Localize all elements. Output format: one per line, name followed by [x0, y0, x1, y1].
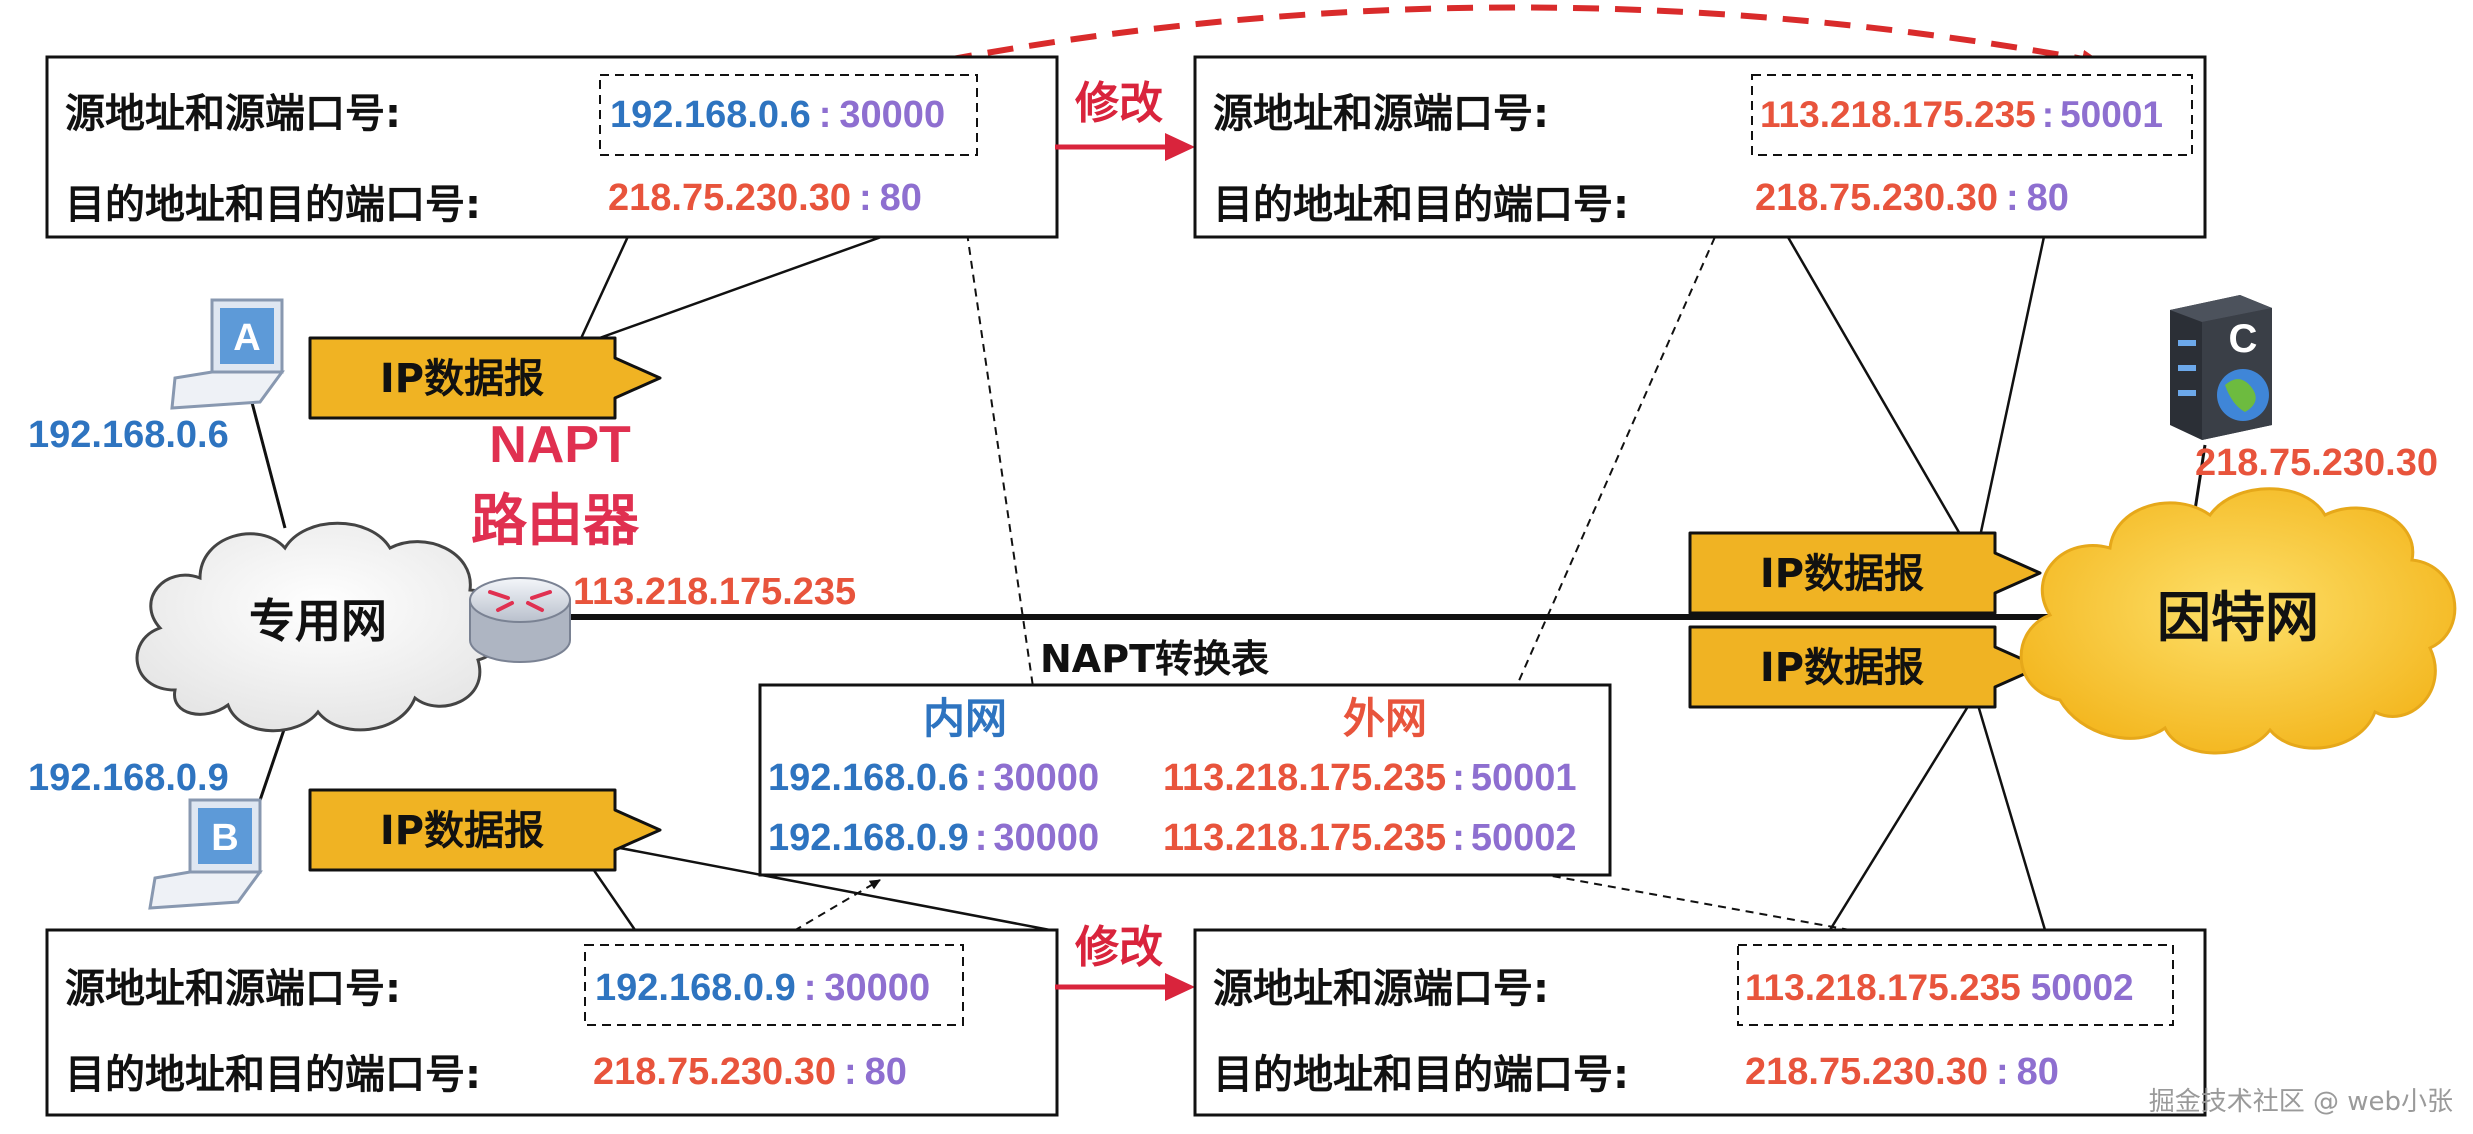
table-header-inner: 内网: [923, 694, 1007, 743]
modify-arrow-top: 修改: [1055, 78, 1195, 161]
svg-text:113.218.175.235:50001: 113.218.175.235:50001: [1163, 757, 1577, 799]
laptop-icon: [170, 298, 285, 410]
svg-text:113.218.175.235:50001: 113.218.175.235:50001: [1760, 94, 2163, 135]
link-host-a: [248, 394, 287, 529]
router-ip: 113.218.175.235: [573, 571, 856, 613]
svg-text:218.75.230.30:80: 218.75.230.30:80: [608, 177, 922, 219]
host-a-ip: 192.168.0.6: [28, 414, 229, 456]
datagram-label: IP数据报: [380, 356, 544, 402]
svg-text:113.218.175.235:50002: 113.218.175.235:50002: [1163, 817, 1577, 859]
host-b-ip: 192.168.0.9: [28, 757, 229, 799]
svg-text:218.75.230.30:80: 218.75.230.30:80: [593, 1051, 907, 1093]
dst-port: 80: [2027, 177, 2069, 219]
router-label: 路由器: [471, 489, 640, 554]
server-icon: [2170, 295, 2272, 440]
private-net: 专用网: [135, 521, 509, 733]
dst-ip: 218.75.230.30: [1745, 1051, 1988, 1093]
router-icon: [469, 577, 571, 663]
router: NAPT 路由器 113.218.175.235: [469, 416, 856, 663]
napt-table: NAPT转换表 内网 外网 192.168.0.6:30000 113.218.…: [758, 637, 1612, 877]
svg-text:218.75.230.30:80: 218.75.230.30:80: [1755, 177, 2069, 219]
host-b: B 192.168.0.9: [28, 757, 263, 910]
header-box-a-translated: 源地址和源端口号: 目的地址和目的端口号: 113.218.175.235:50…: [1193, 55, 2207, 239]
svg-text:源地址和源端口号:: 源地址和源端口号:: [65, 966, 401, 1012]
src-port: 30000: [839, 94, 945, 136]
svg-text:目的地址和目的端口号:: 目的地址和目的端口号:: [65, 1052, 481, 1098]
callout-lines: [576, 230, 2047, 932]
table-header-outer: 外网: [1343, 694, 1427, 743]
watermark: 掘金技术社区 @ web小张: [2148, 1087, 2453, 1117]
private-net-label: 专用网: [249, 594, 387, 648]
datagram-b: IP数据报: [308, 788, 662, 872]
src-ip: 113.218.175.235: [1760, 94, 2036, 135]
svg-text:源地址和源端口号:: 源地址和源端口号:: [1213, 966, 1549, 1012]
src-ip: 113.218.175.235: [1745, 967, 2021, 1008]
svg-text:目的地址和目的端口号:: 目的地址和目的端口号:: [1213, 1052, 1629, 1098]
src-port: 50001: [2060, 94, 2163, 135]
dst-port: 80: [865, 1051, 907, 1093]
src-ip: 192.168.0.9: [595, 967, 796, 1009]
dst-port: 80: [880, 177, 922, 219]
svg-text:218.75.230.30:80: 218.75.230.30:80: [1745, 1051, 2059, 1093]
src-port: 50002: [2031, 967, 2134, 1008]
host-a-letter: A: [233, 317, 260, 359]
internet: 因特网: [2019, 487, 2457, 755]
svg-text:192.168.0.6:30000: 192.168.0.6:30000: [610, 94, 945, 136]
svg-text:192.168.0.9:30000: 192.168.0.9:30000: [768, 817, 1099, 859]
src-ip: 192.168.0.6: [610, 94, 811, 136]
header-box-a-original: 源地址和源端口号: 目的地址和目的端口号: 192.168.0.6:30000 …: [45, 55, 1059, 239]
svg-text:192.168.0.9:30000: 192.168.0.9:30000: [595, 967, 930, 1009]
modify-label-top: 修改: [1075, 78, 1163, 129]
src-port: 30000: [824, 967, 930, 1009]
server-c: C 218.75.230.30: [2170, 295, 2438, 484]
table-row: 192.168.0.6:30000 113.218.175.235:50001: [768, 757, 1577, 799]
cloud-icon: [135, 521, 509, 733]
table-title: NAPT转换表: [1040, 637, 1269, 681]
datagram-a: IP数据报: [308, 336, 662, 420]
datagram-label: IP数据报: [1760, 551, 1924, 597]
table-row: 192.168.0.9:30000 113.218.175.235:50002: [768, 817, 1577, 859]
dst-ip: 218.75.230.30: [608, 177, 851, 219]
host-b-letter: B: [211, 817, 238, 859]
server-ip: 218.75.230.30: [2195, 442, 2438, 484]
datagram-b-translated: IP数据报: [1688, 625, 2042, 709]
host-a: A 192.168.0.6: [28, 298, 285, 456]
dst-port: 80: [2017, 1051, 2059, 1093]
svg-text:源地址和源端口号:: 源地址和源端口号:: [1213, 91, 1549, 137]
napt-label: NAPT: [489, 416, 631, 474]
modify-arrow-bottom: 修改: [1055, 922, 1195, 1001]
server-letter: C: [2229, 317, 2258, 361]
modify-label-bottom: 修改: [1075, 922, 1163, 973]
dst-label: 目的地址和目的端口号:: [65, 182, 481, 228]
internet-label: 因特网: [2157, 586, 2319, 649]
address-rewrite-arc: [904, 4, 2102, 71]
datagram-label: IP数据报: [380, 808, 544, 854]
cloud-icon: [2019, 487, 2457, 755]
datagram-label: IP数据报: [1760, 645, 1924, 691]
src-label: 源地址和源端口号:: [65, 91, 401, 137]
svg-text:目的地址和目的端口号:: 目的地址和目的端口号:: [1213, 182, 1629, 228]
link-server: [2193, 444, 2207, 511]
svg-text:192.168.0.6:30000: 192.168.0.6:30000: [768, 757, 1099, 799]
datagram-a-translated: IP数据报: [1688, 531, 2042, 615]
dst-ip: 218.75.230.30: [593, 1051, 836, 1093]
header-box-b-original: 源地址和源端口号: 目的地址和目的端口号: 192.168.0.9:30000 …: [45, 928, 1059, 1117]
dst-ip: 218.75.230.30: [1755, 177, 1998, 219]
laptop-icon: [148, 798, 263, 910]
